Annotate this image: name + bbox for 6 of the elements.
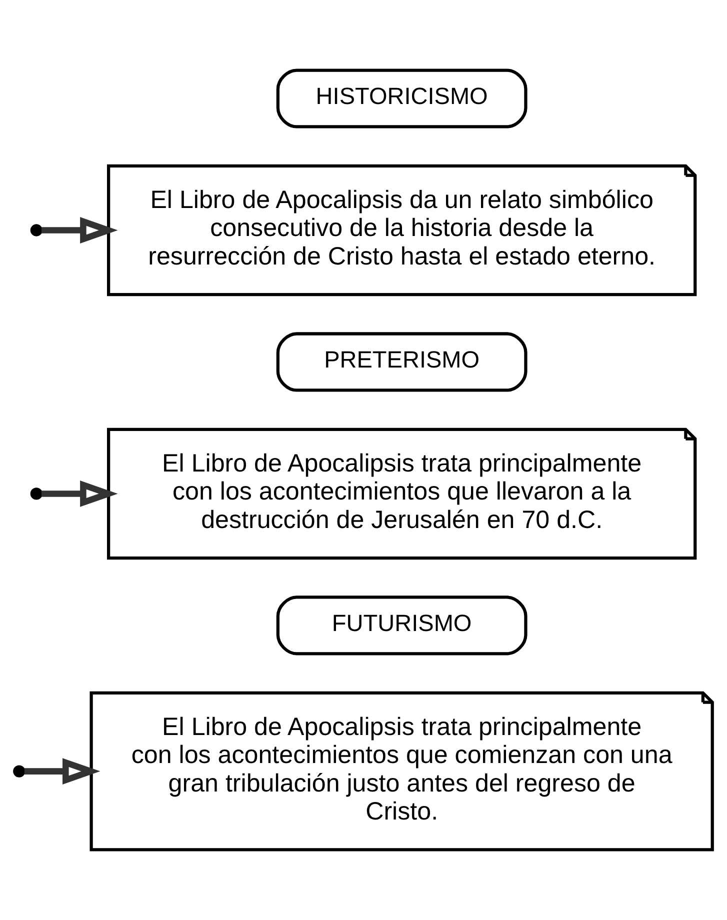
node-box: FUTURISMO [276, 596, 528, 656]
arrow [24, 758, 100, 785]
arrow [41, 217, 118, 244]
node-box: HISTORICISMO [276, 68, 528, 128]
arrow [41, 480, 118, 507]
node-box: PRETERISMO [276, 332, 528, 392]
